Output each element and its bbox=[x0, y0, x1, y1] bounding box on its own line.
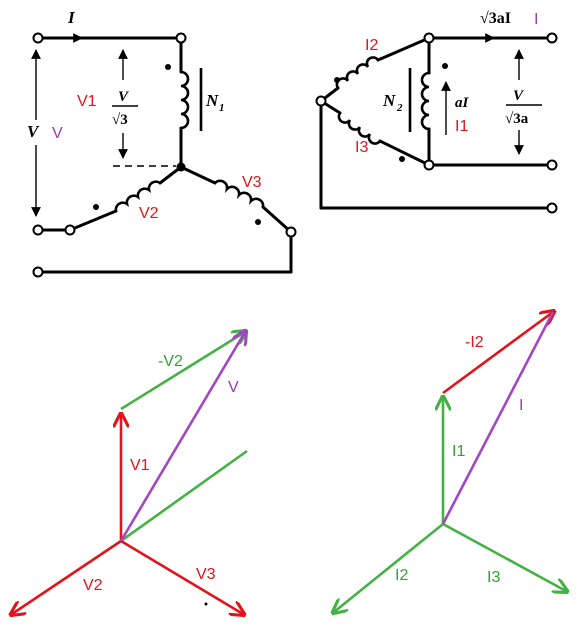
winding-i3-label: I3 bbox=[355, 139, 368, 156]
winding-i2-label: I2 bbox=[365, 37, 378, 54]
phasor-i1-label: I1 bbox=[452, 443, 465, 460]
phasor-i3-label: I3 bbox=[487, 569, 500, 586]
polarity-dot-n1 bbox=[165, 64, 171, 70]
primary-terminal-b bbox=[32, 224, 44, 236]
primary-current-label: I bbox=[67, 8, 76, 27]
phasor-v3-label: V3 bbox=[196, 566, 216, 583]
svg-text:1: 1 bbox=[219, 102, 225, 114]
phasor-v2 bbox=[12, 539, 122, 614]
turns-n1-label: N bbox=[205, 91, 219, 110]
phase-voltage-numerator: V bbox=[118, 89, 130, 105]
secondary-line-current-label: √3aI bbox=[480, 10, 511, 27]
phasor-v2-reference-line bbox=[120, 449, 248, 543]
secondary-line-current-colored: I bbox=[534, 11, 538, 28]
winding-v3-coil bbox=[213, 179, 265, 209]
primary-terminal-a bbox=[32, 32, 44, 44]
svg-text:2: 2 bbox=[396, 102, 403, 114]
winding-i2-coil bbox=[335, 56, 380, 90]
winding-i3-coil bbox=[337, 111, 382, 145]
winding-v2-label: V2 bbox=[139, 205, 159, 222]
phasor-v2-label: V2 bbox=[83, 577, 103, 594]
winding-n1-coil bbox=[179, 70, 190, 130]
phasor-i bbox=[441, 311, 555, 525]
phasor-i3 bbox=[442, 522, 566, 591]
secondary-terminal-a bbox=[546, 32, 558, 44]
secondary-terminal-b bbox=[546, 159, 558, 171]
secondary-terminal-c bbox=[546, 202, 558, 214]
winding-v3-label: V3 bbox=[242, 174, 262, 191]
phasor-v3 bbox=[120, 539, 243, 614]
secondary-voltage-denominator: √3a bbox=[505, 111, 529, 127]
current-phasor-diagram bbox=[334, 312, 566, 612]
primary-wye-circuit bbox=[31, 32, 297, 278]
polarity-dot-v3 bbox=[255, 219, 261, 225]
phasor-minus-v2-label: -V2 bbox=[158, 353, 183, 370]
secondary-voltage-numerator: V bbox=[513, 88, 525, 104]
polarity-dot-v2 bbox=[93, 204, 99, 210]
phasor-minus-i2-label: -I2 bbox=[465, 334, 484, 351]
primary-line-voltage-colored: V bbox=[52, 125, 63, 142]
primary-line-voltage-label: V bbox=[27, 122, 40, 141]
phasor-i2 bbox=[334, 522, 444, 612]
winding-v1-label: V1 bbox=[77, 93, 97, 110]
primary-terminal-c bbox=[32, 266, 44, 278]
phasor-i-label: I bbox=[519, 397, 523, 414]
phasor-v bbox=[119, 332, 245, 542]
phase-current-colored: I1 bbox=[455, 118, 468, 135]
winding-n2-coil bbox=[420, 71, 431, 131]
voltage-phasor-diagram bbox=[12, 332, 247, 614]
phasor-i2-label: I2 bbox=[395, 567, 408, 584]
winding-v2-coil bbox=[114, 180, 162, 213]
phasor-v-label: V bbox=[228, 379, 239, 396]
phasor-v1-label: V1 bbox=[130, 457, 150, 474]
phase-current-label: aI bbox=[455, 95, 470, 111]
phasor-minus-i2 bbox=[442, 312, 553, 395]
turns-n2-label: N bbox=[382, 91, 396, 110]
phase-voltage-denominator: √3 bbox=[112, 112, 128, 128]
phasor-minus-v2 bbox=[120, 332, 245, 411]
secondary-delta-circuit bbox=[315, 32, 558, 214]
